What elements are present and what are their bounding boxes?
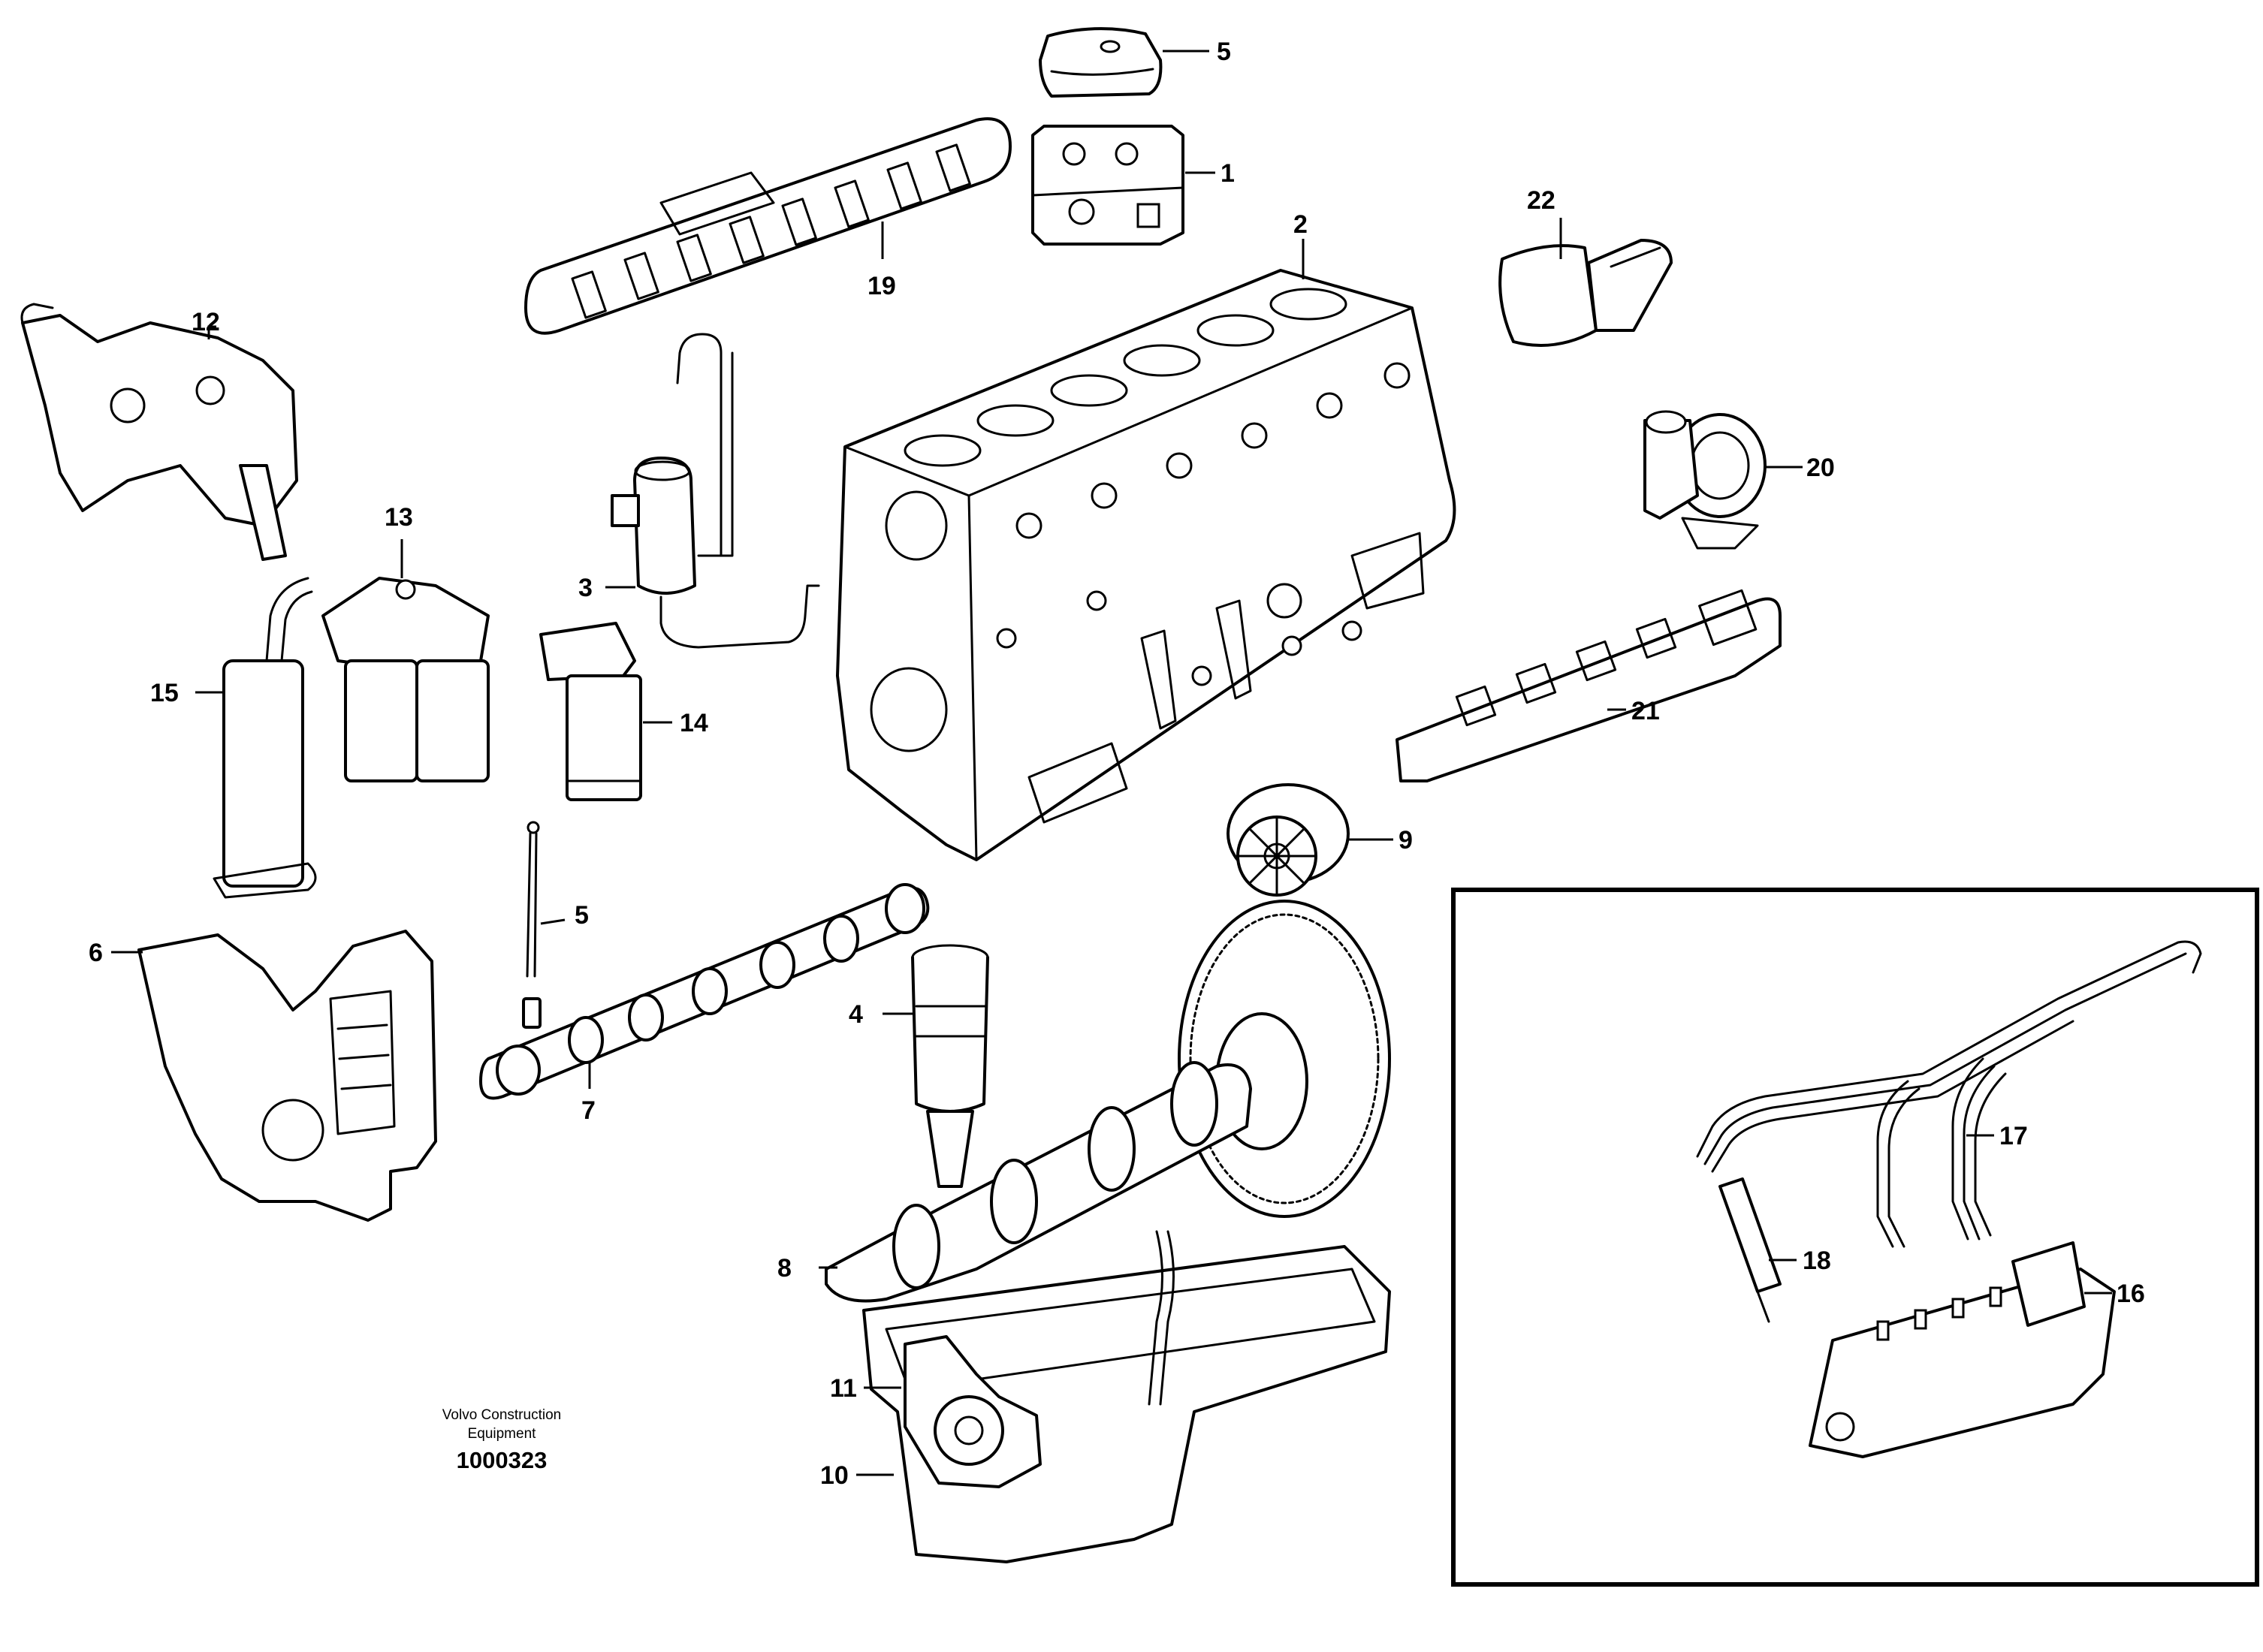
credit-line-2: Equipment	[468, 1426, 537, 1442]
callout-1: 1	[1221, 159, 1235, 188]
alternator	[1227, 783, 1350, 897]
fuel-injection-pump	[1809, 1241, 2116, 1458]
callout-6: 6	[89, 939, 103, 967]
fuel-filter	[539, 622, 642, 801]
cylinder-head	[1031, 125, 1184, 246]
callout-20: 20	[1806, 454, 1835, 482]
callout-22: 22	[1527, 186, 1555, 215]
callout-12: 12	[192, 308, 220, 336]
engine-block	[836, 269, 1456, 861]
callout-14: 14	[680, 709, 708, 737]
callout-16: 16	[2117, 1280, 2145, 1308]
callout-13: 13	[385, 503, 413, 532]
fuel-injector	[1718, 1177, 1782, 1323]
callout-9: 9	[1399, 826, 1413, 855]
callout-21: 21	[1631, 697, 1660, 725]
inset-frame	[1451, 888, 2259, 1587]
callout-17: 17	[1999, 1122, 2028, 1150]
timing-gear-cover	[137, 930, 437, 1222]
piston-and-liner	[911, 944, 989, 1188]
callout-15: 15	[150, 679, 179, 707]
dipstick	[522, 821, 542, 1029]
turbocharger	[1643, 410, 1767, 550]
crankshaft-and-flywheel	[825, 900, 1391, 1303]
callout-19: 19	[867, 272, 896, 300]
callout-7: 7	[581, 1096, 596, 1125]
callout-8: 8	[777, 1254, 792, 1283]
coolant-pump	[20, 303, 298, 561]
drawing-code: 1000323	[457, 1447, 548, 1473]
fuel-injection-lines	[1696, 940, 2202, 1248]
credit-line-1: Volvo Construction	[442, 1407, 561, 1423]
valve-cover	[1039, 27, 1163, 98]
oil-cooler	[213, 577, 317, 899]
camshaft	[479, 883, 930, 1100]
intake-manifold-gasket	[524, 117, 1012, 335]
oil-pump	[904, 1230, 1175, 1488]
callout-3: 3	[578, 574, 593, 602]
crankcase-breather	[611, 333, 820, 649]
exhaust-manifold	[1396, 589, 1782, 782]
callout-10: 10	[820, 1461, 849, 1490]
callout-2: 2	[1293, 210, 1308, 239]
callout-5-top: 5	[1217, 38, 1231, 66]
callout-5-bottom: 5	[575, 901, 589, 930]
starter-motor	[1498, 239, 1673, 347]
callout-18: 18	[1803, 1247, 1831, 1275]
oil-filter-assembly	[321, 577, 490, 782]
leader-5-bottom	[540, 918, 566, 925]
callout-4: 4	[849, 1000, 863, 1029]
callout-11: 11	[830, 1374, 857, 1403]
leader-12	[207, 325, 216, 339]
